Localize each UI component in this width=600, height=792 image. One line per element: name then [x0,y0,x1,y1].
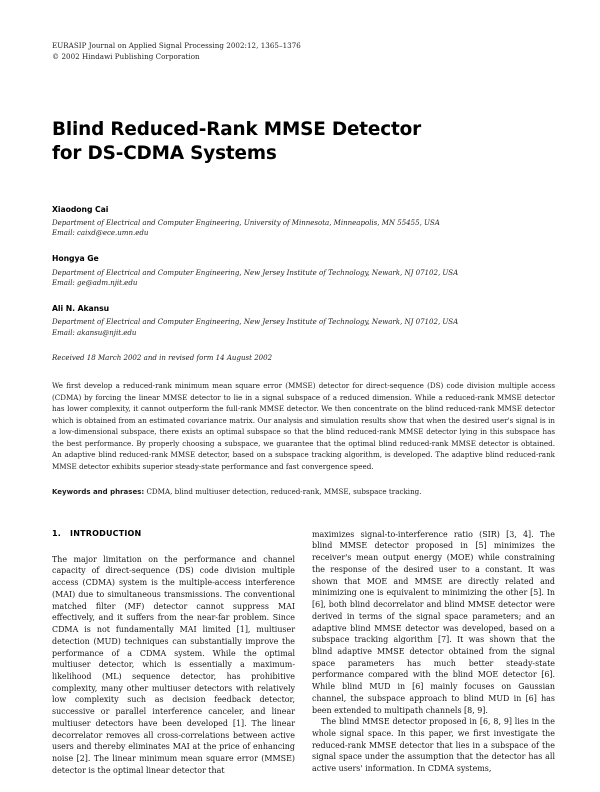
author-name: Ali N. Akansu [52,304,110,314]
section-heading-introduction: 1. INTRODUCTION [52,529,295,538]
abstract-text: We first develop a reduced-rank minimum … [52,380,555,471]
author-affiliation: Department of Electrical and Computer En… [52,217,440,227]
author-block: Hongya Ge Department of Electrical and C… [52,253,555,288]
keywords-label: Keywords and phrases: [52,487,145,496]
column-left: 1. INTRODUCTION The major limitation on … [52,529,295,777]
section-number: 1. [52,528,62,538]
author-email[interactable]: Email: akansu@njit.edu [52,328,137,338]
received-date: Received 18 March 2002 and in revised fo… [52,353,273,363]
author-list: Xiaodong Cai Department of Electrical an… [52,204,555,339]
journal-copyright-line: © 2002 Hindawi Publishing Corporation [52,51,555,62]
author-email[interactable]: Email: ge@adm.njit.edu [52,278,138,288]
author-affiliation: Department of Electrical and Computer En… [52,317,459,327]
paragraph: The blind MMSE detector proposed in [6, … [312,717,555,774]
journal-header: EURASIP Journal on Applied Signal Proces… [52,40,555,63]
author-block: Xiaodong Cai Department of Electrical an… [52,204,555,239]
paragraph: The major limitation on the performance … [52,554,295,775]
paragraph: maximizes signal-to-interference ratio (… [312,529,555,715]
copyright-icon: © [52,52,60,62]
author-name: Xiaodong Cai [52,204,109,214]
author-block: Ali N. Akansu Department of Electrical a… [52,303,555,338]
author-name: Hongya Ge [52,254,99,264]
column-right: maximizes signal-to-interference ratio (… [312,529,555,777]
keywords: Keywords and phrases: CDMA, blind multiu… [52,486,555,498]
title-line-2: for DS-CDMA Systems [52,143,277,165]
section-title: INTRODUCTION [70,528,142,538]
keywords-value: CDMA, blind multiuser detection, reduced… [144,486,422,496]
page-title: Blind Reduced-Rank MMSE Detector for DS-… [52,118,555,167]
copyright-text: 2002 Hindawi Publishing Corporation [59,52,200,62]
body-columns: 1. INTRODUCTION The major limitation on … [52,529,555,777]
author-email[interactable]: Email: caixd@ece.umn.edu [52,228,149,238]
title-line-1: Blind Reduced-Rank MMSE Detector [52,118,422,140]
author-affiliation: Department of Electrical and Computer En… [52,267,459,277]
journal-citation-line: EURASIP Journal on Applied Signal Proces… [52,41,301,50]
